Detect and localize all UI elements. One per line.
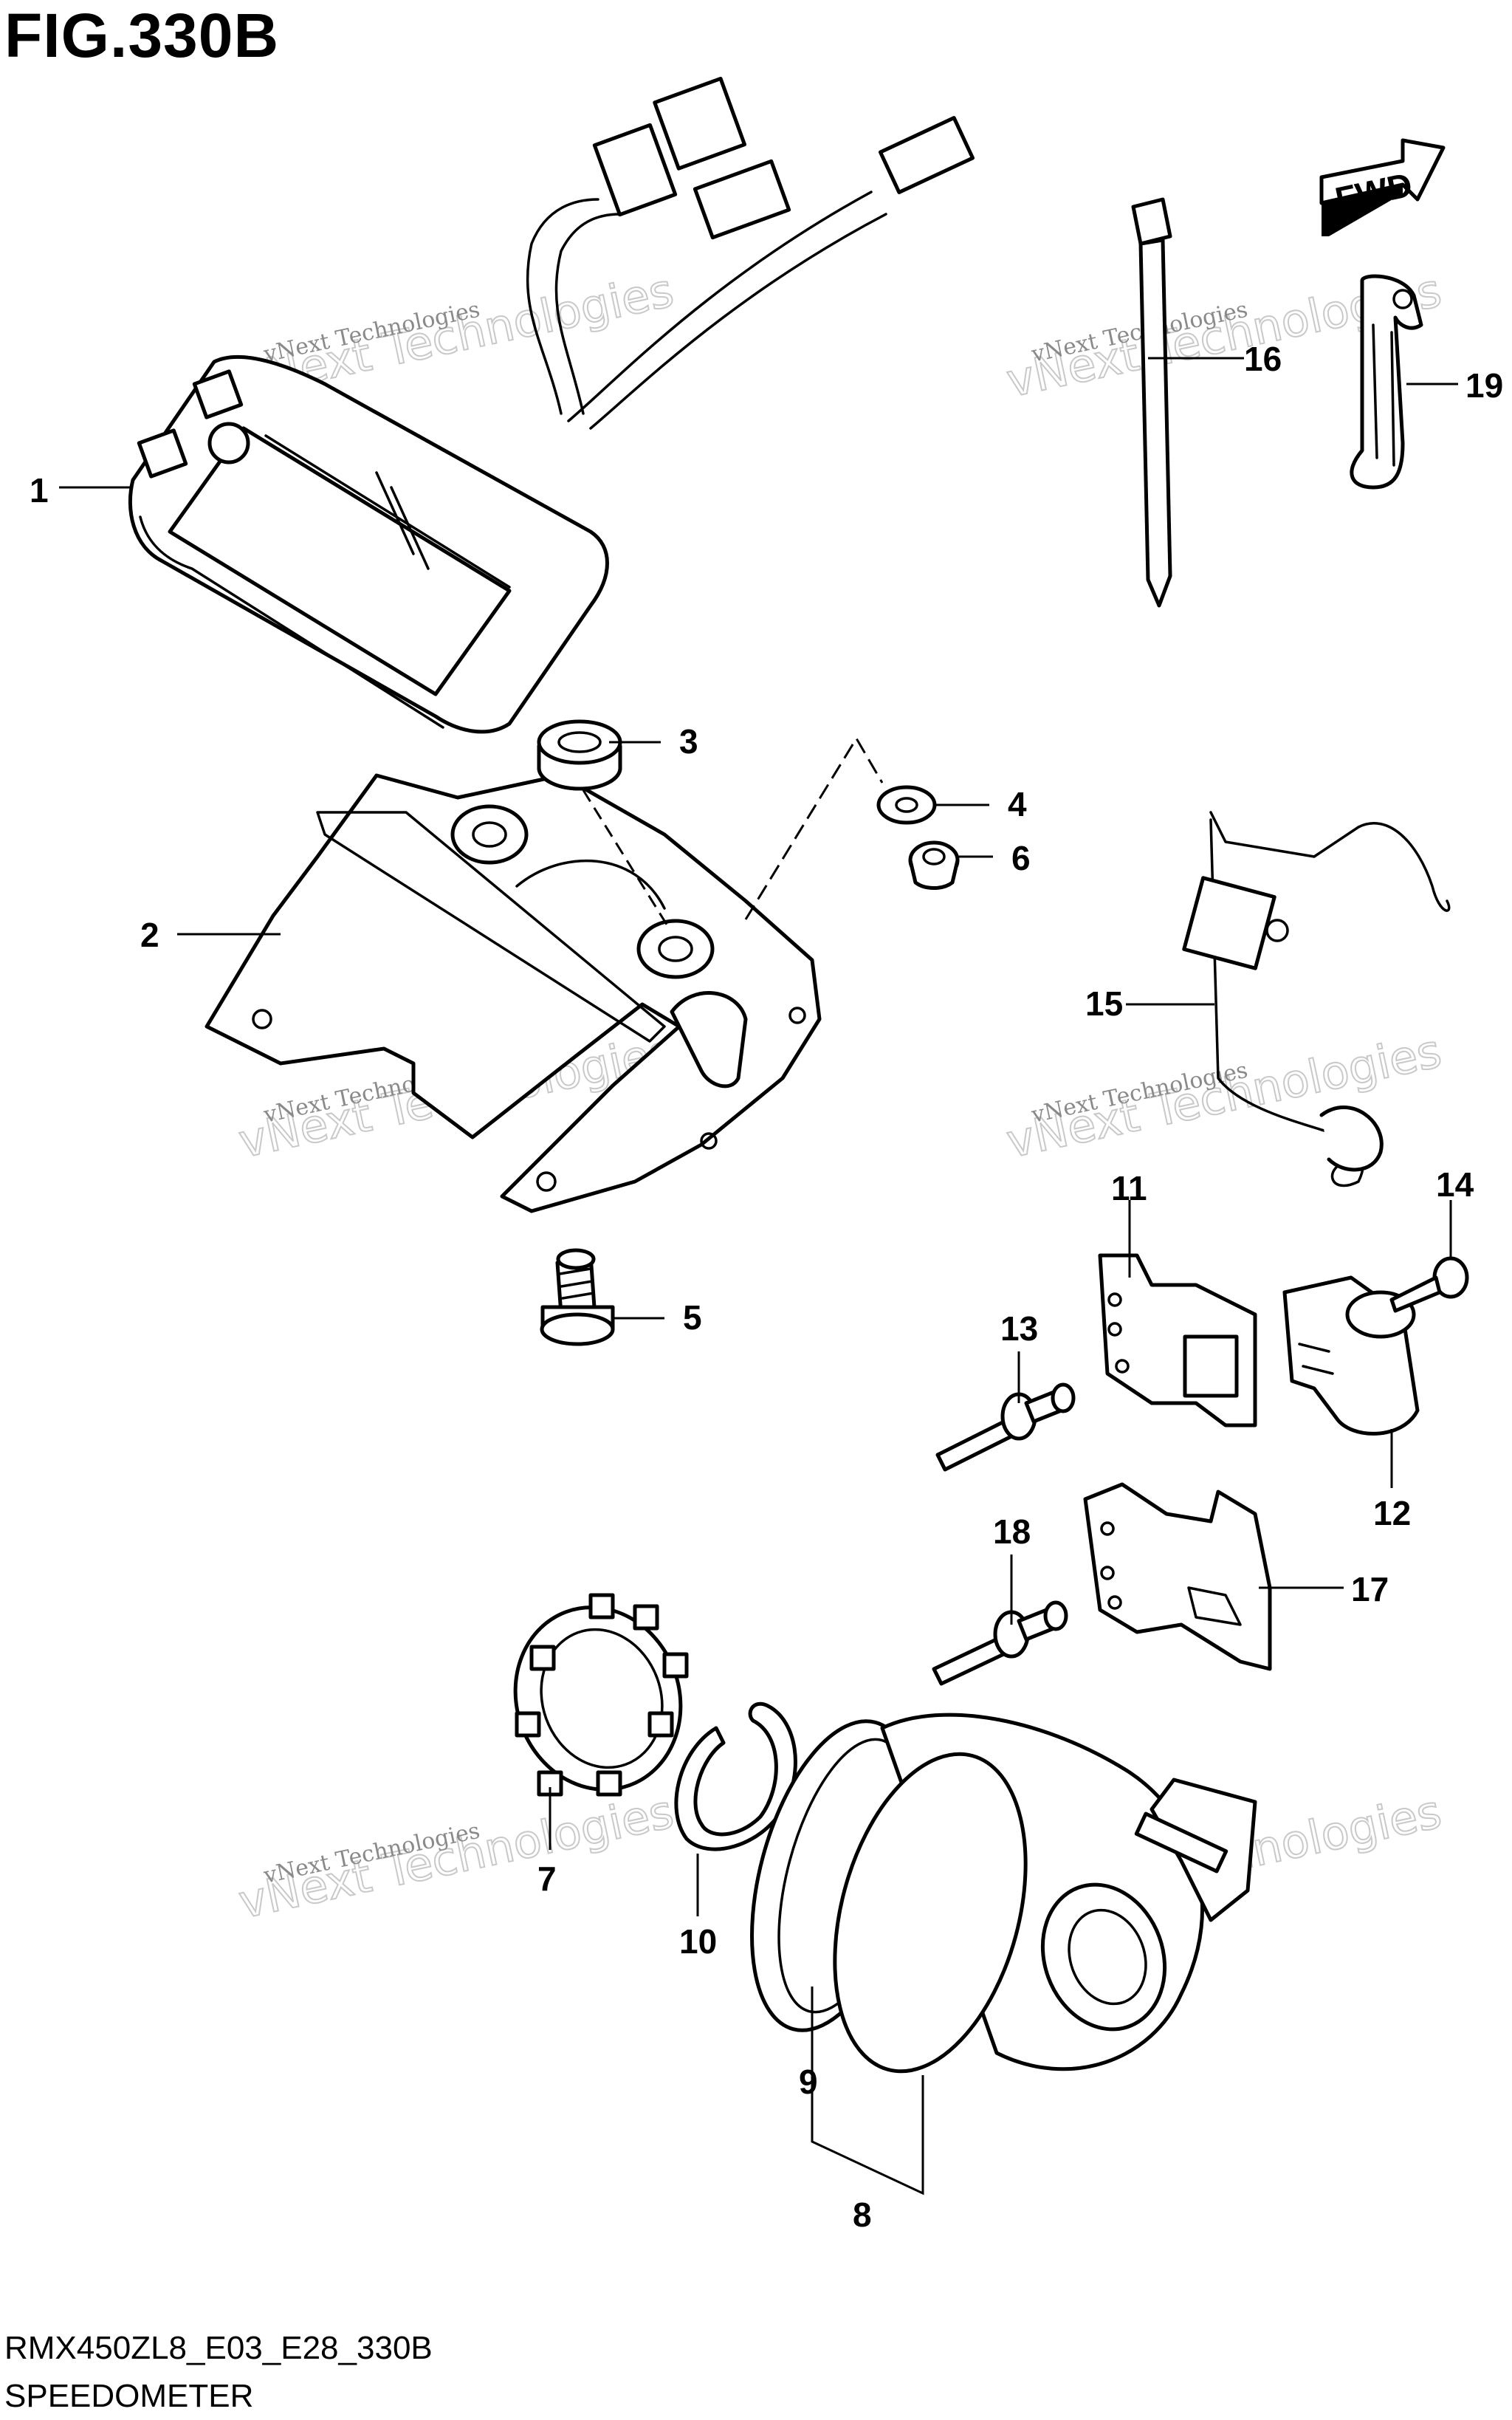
figure-title: FIG.330B — [4, 1, 280, 70]
callout-numbers: 1 2 3 4 5 6 7 8 9 10 11 12 13 14 15 16 1… — [30, 340, 1503, 2234]
callout-10: 10 — [679, 1922, 717, 1961]
callout-5: 5 — [683, 1298, 702, 1337]
circlip-part — [674, 1702, 797, 1851]
callout-15: 15 — [1085, 984, 1123, 1023]
retainer-ring-part — [513, 1593, 689, 1797]
callout-17: 17 — [1351, 1570, 1389, 1608]
callout-3: 3 — [679, 722, 698, 761]
rivet-part — [932, 1600, 1068, 1686]
leader-lines — [59, 357, 1458, 2196]
bolt-part — [540, 1248, 615, 1346]
fwd-arrow-icon: FWD — [1319, 138, 1446, 236]
plate-part — [1098, 1253, 1257, 1427]
callout-9: 9 — [799, 2063, 818, 2101]
sensor-bracket-part — [1083, 1482, 1272, 1671]
callout-11: 11 — [1111, 1169, 1147, 1207]
nut-part — [908, 840, 960, 890]
callout-4: 4 — [1008, 785, 1027, 823]
callout-7: 7 — [537, 1859, 557, 1898]
clamp-part — [1350, 274, 1423, 490]
model-code: RMX450ZL8_E03_E28_330B — [4, 2330, 433, 2366]
callout-18: 18 — [993, 1512, 1031, 1551]
callout-1: 1 — [30, 471, 49, 510]
washer-part — [876, 785, 937, 825]
speed-sensor-part — [750, 1713, 1257, 2074]
callout-13: 13 — [1000, 1309, 1038, 1348]
section-name: SPEEDOMETER — [4, 2378, 254, 2414]
callout-16: 16 — [1244, 340, 1282, 378]
callout-19: 19 — [1465, 366, 1503, 405]
callout-14: 14 — [1436, 1165, 1474, 1204]
wire-bracket-part — [1182, 811, 1451, 1187]
grommet-part — [537, 719, 670, 928]
callout-12: 12 — [1373, 1494, 1411, 1532]
callout-2: 2 — [140, 916, 159, 954]
rivet-part — [935, 1382, 1076, 1472]
callout-6: 6 — [1011, 839, 1031, 877]
meter-bracket — [205, 773, 822, 1213]
cable-tie-part — [1131, 197, 1172, 608]
speedometer-meter-unit — [128, 76, 975, 734]
callout-8: 8 — [853, 2196, 872, 2234]
screw-part — [1389, 1256, 1469, 1313]
